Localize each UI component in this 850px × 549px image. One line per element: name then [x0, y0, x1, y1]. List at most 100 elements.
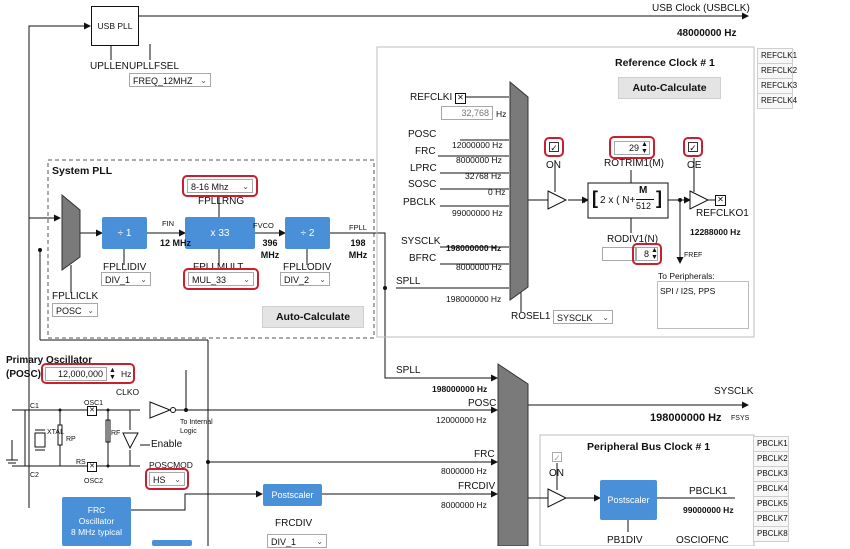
sysclk-value: 198000000 Hz	[650, 412, 722, 424]
chevron-down-icon: ⌄	[316, 537, 323, 546]
fpllodiv-block: ÷ 2	[285, 217, 330, 249]
upllfsel-label: UPLLFSEL	[129, 61, 180, 72]
formula-box	[587, 182, 669, 219]
chevron-down-icon: ⌄	[242, 182, 249, 191]
frcdiv-label: FRCDIV	[275, 518, 313, 529]
osc1-label: OSC1	[84, 400, 104, 407]
refclko-value: 12288000 Hz	[690, 227, 741, 237]
ref-on-checkbox[interactable]: ✓	[549, 142, 559, 153]
c1-label: C1	[30, 403, 39, 410]
upllfsel-select[interactable]: FREQ_12MHZ⌄	[129, 73, 211, 87]
fref-label: FREF	[684, 252, 703, 259]
rotrim-spin-icon[interactable]: ▲▼	[641, 141, 648, 155]
ref-in-sysclk: SYSCLK	[401, 236, 441, 247]
poscmod-select[interactable]: HS⌄	[149, 472, 185, 486]
refclko-pin-icon: ✕	[715, 195, 726, 206]
fpllidiv-block: ÷ 1	[102, 217, 147, 249]
tab-pbclk8[interactable]: PBCLK8	[753, 526, 789, 542]
fsys-label: FSYS	[731, 415, 750, 422]
fpllclk-label: FPLLICLK	[52, 291, 99, 302]
pb-div-label: PB1DIV	[607, 535, 643, 546]
ref-in-pbclk-value: 99000000 Hz	[452, 208, 503, 218]
enable-label: Enable	[151, 439, 183, 450]
refclki-pin-icon: ✕	[455, 93, 466, 104]
rosel-label: ROSEL1	[511, 311, 551, 322]
rodiv-stepper[interactable]: 8	[636, 247, 658, 261]
rodiv-spin-icon[interactable]: ▲▼	[651, 247, 658, 261]
fpllodiv-select[interactable]: DIV_2⌄	[280, 272, 330, 286]
usb-pll-label: USB PLL	[97, 21, 133, 31]
posc-freq-highlight	[41, 363, 135, 384]
sys-in-frcdiv-value: 8000000 Hz	[441, 500, 487, 510]
rotrim-label: ROTRIM1(M)	[604, 158, 664, 169]
rp-label: RP	[66, 436, 76, 443]
to-internal-label-2: Logic	[180, 428, 197, 435]
refclki-label: REFCLKI	[410, 92, 453, 103]
refclk-title: Reference Clock # 1	[615, 57, 715, 69]
ref-in-lprc: LPRC	[410, 163, 437, 174]
fpllclk-mux	[61, 193, 81, 271]
ref-in-sysclk-value: 198000000 Hz	[446, 243, 502, 253]
sys-pll-auto-calc-button[interactable]: Auto-Calculate	[262, 306, 364, 328]
fin-label: FIN	[162, 219, 175, 228]
pb-on-checkbox[interactable]: ✓	[552, 452, 562, 463]
refclk-auto-calc-button[interactable]: Auto-Calculate	[618, 77, 721, 99]
ref-in-frc: FRC	[415, 146, 436, 157]
sys-pll-title: System PLL	[52, 165, 113, 177]
fpllmult-select[interactable]: MUL_33⌄	[188, 272, 254, 286]
rotrim-stepper[interactable]: 29	[614, 141, 650, 155]
tab-pbclk4[interactable]: PBCLK4	[753, 481, 789, 497]
pb-on-buffer	[547, 488, 568, 508]
tab-pbclk2[interactable]: PBCLK2	[753, 451, 789, 467]
posc-spin-icon[interactable]: ▲▼	[109, 367, 116, 381]
fpllrng-highlight	[182, 175, 258, 197]
tab-pbclk7[interactable]: PBCLK7	[753, 511, 789, 527]
ref-in-sosc: SOSC	[408, 179, 437, 190]
chevron-down-icon: ⌄	[602, 313, 609, 322]
sys-in-frcdiv: FRCDIV	[458, 481, 496, 492]
fvco-label: FVCO	[253, 221, 274, 230]
rodiv-highlight	[632, 243, 662, 265]
chevron-down-icon: ⌄	[243, 275, 250, 284]
refclki-hz: Hz	[496, 109, 507, 119]
oscioenc-label: OSCIOFNC	[676, 535, 729, 546]
tab-pbclk1[interactable]: PBCLK1	[753, 436, 789, 452]
refclki-input[interactable]: 32,768	[441, 106, 493, 120]
frc-oscillator-block: FRC Oscillator 8 MHz typical	[62, 497, 131, 546]
xtal-label: XTAL	[47, 429, 64, 436]
chevron-down-icon: ⌄	[319, 275, 326, 284]
posc-freq-input[interactable]: 12,000,000	[45, 367, 107, 381]
frc-postscaler-block: Postscaler	[263, 484, 322, 506]
lower-block	[152, 540, 192, 546]
fpllidiv-select[interactable]: DIV_1⌄	[101, 272, 151, 286]
tab-pbclk5[interactable]: PBCLK5	[753, 496, 789, 512]
sys-pll-frame	[47, 159, 375, 339]
ref-oe-checkbox[interactable]: ✓	[688, 142, 698, 153]
tab-refclk1[interactable]: REFCLK1	[757, 48, 797, 64]
osc1-pin-icon: ✕	[87, 406, 97, 416]
chevron-down-icon: ⌄	[87, 306, 94, 315]
fpllmult-highlight	[183, 268, 259, 290]
ref-on-label: ON	[546, 160, 561, 171]
rosel-select[interactable]: SYSCLK⌄	[553, 310, 613, 324]
tab-pbclk3[interactable]: PBCLK3	[753, 466, 789, 482]
posc-hz: Hz	[121, 369, 132, 379]
sysclk-label: SYSCLK	[714, 386, 754, 397]
tab-refclk2[interactable]: REFCLK2	[757, 63, 797, 79]
sys-in-posc-value: 12000000 Hz	[436, 415, 487, 425]
fpllclk-select[interactable]: POSC⌄	[52, 303, 98, 317]
rf-label: RF	[111, 430, 121, 437]
tab-refclk4[interactable]: REFCLK4	[757, 93, 797, 109]
wire-frc-src	[131, 493, 208, 511]
osc2-pin-icon: ✕	[87, 462, 97, 472]
fpllrng-select[interactable]: 8-16 Mhz⌄	[187, 179, 253, 193]
pbclk-title: Peripheral Bus Clock # 1	[587, 441, 711, 453]
to-peripherals-label: To Peripherals:	[658, 271, 715, 281]
clko-label: CLKO	[116, 387, 140, 397]
tab-refclk3[interactable]: REFCLK3	[757, 78, 797, 94]
fpllrng-label: FPLLRNG	[198, 196, 245, 207]
peripherals-text: SPI / I2S, PPS	[660, 286, 716, 296]
ref-oe-buffer	[689, 190, 710, 210]
pb-on-label: ON	[549, 468, 564, 479]
